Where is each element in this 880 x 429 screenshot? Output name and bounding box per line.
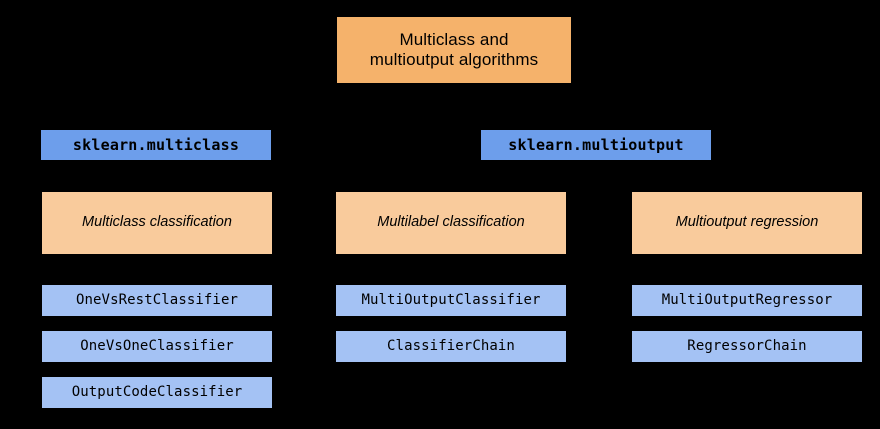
- node-title-line1: Multiclass and: [399, 29, 509, 49]
- node-title-line2: multioutput algorithms: [369, 50, 539, 69]
- node-estimator-regressorchain[interactable]: RegressorChain: [632, 331, 862, 362]
- node-estimator-classifierchain[interactable]: ClassifierChain: [336, 331, 566, 362]
- node-module-sklearn-multiclass[interactable]: sklearn.multiclass: [41, 130, 271, 160]
- node-estimator-onevsrestclassifier[interactable]: OneVsRestClassifier: [42, 285, 272, 316]
- node-category-multiclass-classification: Multiclass classification: [42, 192, 272, 254]
- node-estimator-onevsoneclassifier[interactable]: OneVsOneClassifier: [42, 331, 272, 362]
- node-category-multilabel-classification: Multilabel classification: [336, 192, 566, 254]
- node-title-multiclass-and-multioutput-algorithms: Multiclass and multioutput algorithms: [337, 17, 571, 83]
- node-estimator-multioutputregressor[interactable]: MultiOutputRegressor: [632, 285, 862, 316]
- node-category-multioutput-regression: Multioutput regression: [632, 192, 862, 254]
- node-module-sklearn-multioutput[interactable]: sklearn.multioutput: [481, 130, 711, 160]
- node-estimator-outputcodeclassifier[interactable]: OutputCodeClassifier: [42, 377, 272, 408]
- node-estimator-multioutputclassifier[interactable]: MultiOutputClassifier: [336, 285, 566, 316]
